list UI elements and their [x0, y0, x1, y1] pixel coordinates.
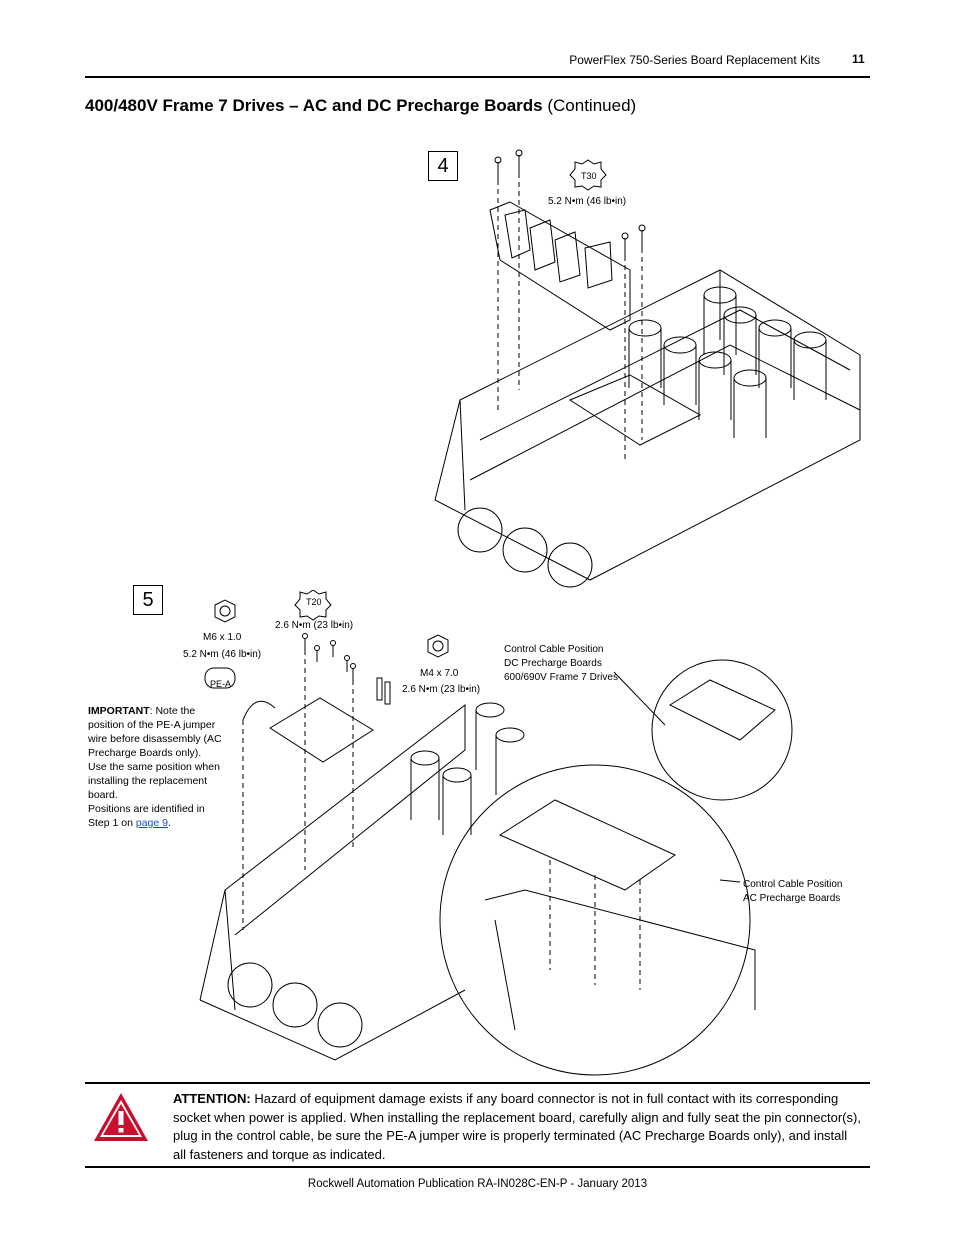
precharge-board: [269, 697, 374, 763]
section-title-main: 400/480V Frame 7 Drives – AC and DC Prec…: [85, 96, 543, 115]
important-note: IMPORTANT: Note the position of the PE-A…: [88, 704, 228, 830]
m4-nut-icon: [427, 634, 449, 658]
m4-nut-label: M4 x 7.0: [420, 668, 459, 679]
running-header: PowerFlex 750-Series Board Replacement K…: [569, 53, 820, 67]
m6-nut-icon: [214, 599, 236, 623]
footer-publication: Rockwell Automation Publication RA-IN028…: [307, 1178, 648, 1190]
callout-dc-line3: 600/690V Frame 7 Drives: [504, 672, 618, 683]
attention-bottom-rule: [85, 1166, 870, 1168]
page-9-link[interactable]: page 9: [135, 817, 168, 829]
callout-dc-line2: DC Precharge Boards: [504, 658, 602, 669]
important-label: IMPORTANT: [88, 705, 150, 717]
attention-text: ATTENTION: Hazard of equipment damage ex…: [173, 1090, 863, 1164]
callout-ac-line1: Control Cable Position: [743, 879, 843, 890]
screw-icon: [494, 149, 646, 256]
attention-label: ATTENTION:: [173, 1091, 251, 1106]
pe-a-label: PE-A: [210, 679, 232, 689]
callout-ac-line2: AC Precharge Boards: [743, 893, 841, 904]
torx-t20-icon: [294, 590, 332, 621]
t30-label: T30: [581, 171, 597, 181]
important-text-end: .: [168, 817, 171, 829]
t30-torque: 5.2 N•m (46 lb•in): [548, 196, 627, 207]
step-4-badge: 4: [428, 151, 458, 181]
t20-label: T20: [306, 597, 322, 607]
important-text-3: Positions are identified in Step 1 on: [88, 803, 205, 829]
section-title: 400/480V Frame 7 Drives – AC and DC Prec…: [85, 96, 636, 116]
torx-t30-icon: [569, 159, 607, 191]
step-5-badge: 5: [133, 585, 163, 615]
screw-icon: [302, 633, 356, 680]
m6-nut-label: M6 x 1.0: [203, 632, 242, 643]
detail-callout-circle: [651, 659, 793, 801]
important-text-2: Use the same position when installing th…: [88, 761, 220, 801]
header-rule: [85, 76, 870, 78]
step-4-drawing: [434, 149, 861, 588]
page-number: 11: [852, 52, 865, 66]
callout-dc-line1: Control Cable Position: [504, 644, 604, 655]
capacitor-group: [628, 286, 827, 438]
warning-triangle-icon: [94, 1093, 148, 1141]
m4-torque: 2.6 N•m (23 lb•in): [402, 684, 481, 695]
detail-zoom-circle: [439, 764, 751, 1076]
attention-top-rule: [85, 1082, 870, 1084]
section-title-continued: (Continued): [542, 96, 637, 115]
important-text-1: : Note the position of the PE-A jumper w…: [88, 705, 222, 759]
step-5-drawing: [199, 590, 793, 1076]
m6-torque: 5.2 N•m (46 lb•in): [183, 649, 262, 660]
t20-torque: 2.6 N•m (23 lb•in): [275, 620, 354, 631]
attention-body: Hazard of equipment damage exists if any…: [173, 1091, 861, 1162]
